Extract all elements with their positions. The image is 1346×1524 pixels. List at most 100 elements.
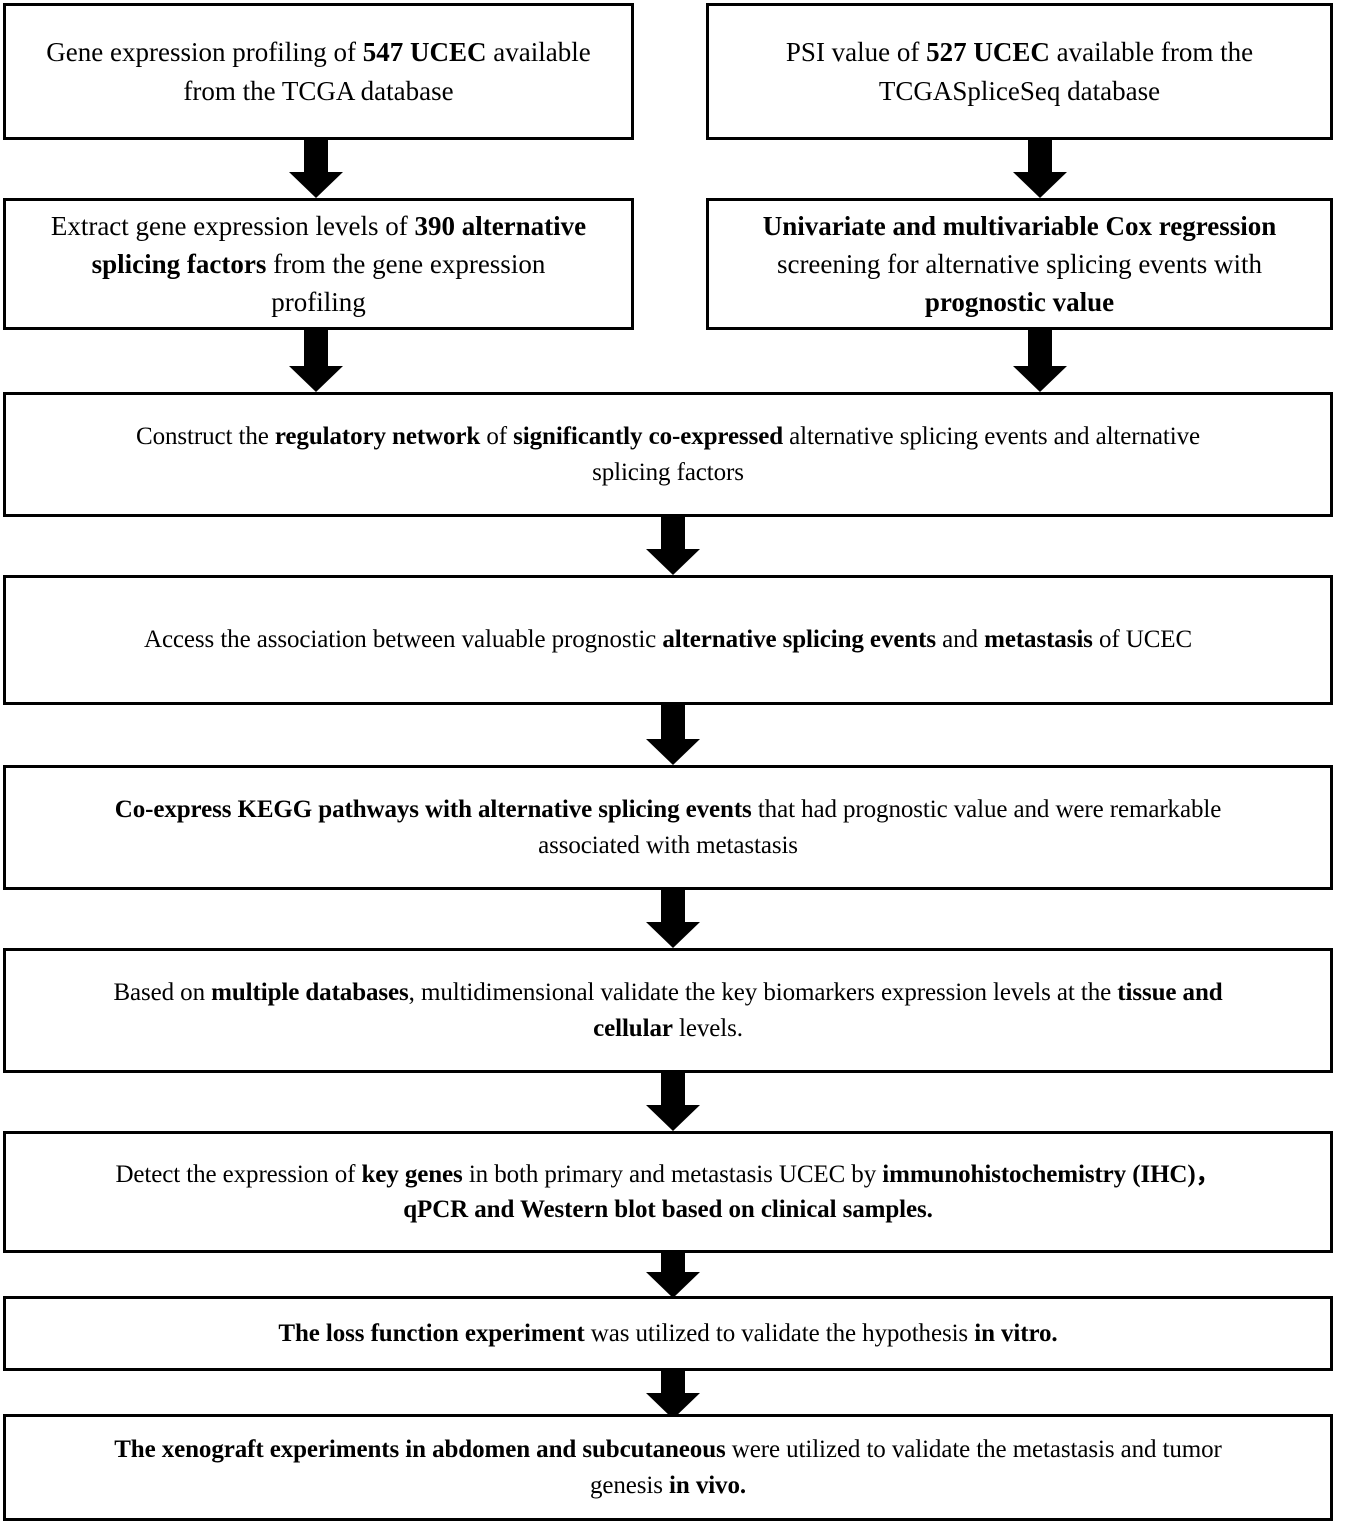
normal-text: Extract gene expression levels of [50,210,415,241]
arrow-n2-to-n4 [1012,140,1068,198]
emphasis-text: 390 alternative [414,210,587,241]
emphasis-text: Univariate and multivariable Cox regress… [762,210,1277,241]
normal-text: was utilized to validate the hypothesis [584,1319,975,1347]
text-line: associated with metastasis [20,828,1316,864]
text-line: from the TCGA database [20,72,617,110]
normal-text: and [935,626,985,654]
normal-text: Access the association between valuable … [143,626,663,654]
normal-text: genesis [589,1471,670,1499]
normal-text: PSI value of [785,37,927,68]
emphasis-text: qPCR and Western blot based on clinical … [403,1196,933,1223]
text-line: genesis in vivo. [20,1468,1316,1504]
text-line: The xenograft experiments in abdomen and… [20,1432,1316,1468]
kegg-pathways-text: Co-express KEGG pathways with alternativ… [20,792,1316,863]
emphasis-text: significantly co-expressed [513,423,783,450]
xenograft-experiments-box: The xenograft experiments in abdomen and… [3,1414,1333,1521]
psi-value-box: PSI value of 527 UCEC available from the… [706,3,1333,140]
text-line: Extract gene expression levels of 390 al… [20,207,617,245]
normal-text: Construct the [136,423,275,450]
text-line: qPCR and Western blot based on clinical … [20,1192,1316,1228]
ihc-qpcr-western-blot-box: Detect the expression of key genes in bo… [3,1131,1333,1253]
association-metastasis-text: Access the association between valuable … [20,622,1316,658]
emphasis-text: 547 UCEC [362,37,487,68]
regulatory-network-box: Construct the regulatory network of sign… [3,392,1333,517]
normal-text: available [486,37,591,68]
text-line: screening for alternative splicing event… [723,245,1316,283]
association-metastasis-box: Access the association between valuable … [3,575,1333,705]
emphasis-text: cellular [593,1014,673,1042]
normal-text: alternative splicing events and alternat… [783,423,1200,450]
emphasis-text: multiple databases [211,979,409,1006]
emphasis-text: in vivo. [669,1471,747,1499]
normal-text: from the TCGA database [183,75,454,106]
emphasis-text: metastasis [984,626,1093,654]
multiple-databases-validation-box: Based on multiple databases, multidimens… [3,948,1333,1073]
psi-value-text: PSI value of 527 UCEC available from the… [723,33,1316,110]
extract-splicing-factors-box: Extract gene expression levels of 390 al… [3,198,634,330]
text-line: cellular levels. [20,1011,1316,1047]
normal-text: that had prognostic value and were remar… [751,796,1222,823]
emphasis-text: The loss function experiment [278,1319,585,1347]
emphasis-text: immunohistochemistry (IHC)， [882,1160,1221,1188]
text-line: Based on multiple databases, multidimens… [20,975,1316,1011]
regulatory-network-text: Construct the regulatory network of sign… [20,419,1316,490]
arrow-n5-to-n6 [645,517,701,575]
normal-text: from the gene expression [266,248,546,279]
emphasis-text: in vitro. [974,1319,1058,1347]
emphasis-text: Co-express KEGG pathways with alternativ… [114,796,752,823]
text-line: Detect the expression of key genes in bo… [20,1157,1316,1193]
loss-function-experiment-box: The loss function experiment was utilize… [3,1296,1333,1371]
emphasis-text: prognostic value [924,287,1115,318]
normal-text: Detect the expression of [115,1160,362,1188]
text-line: splicing factors from the gene expressio… [20,245,617,283]
normal-text: were utilized to validate the metastasis… [725,1436,1222,1463]
text-line: Gene expression profiling of 547 UCEC av… [20,33,617,71]
xenograft-experiments-text: The xenograft experiments in abdomen and… [20,1432,1316,1503]
text-line: PSI value of 527 UCEC available from the [723,33,1316,71]
arrow-n10-to-n11 [645,1371,701,1419]
emphasis-text: The xenograft experiments in abdomen and… [114,1436,726,1463]
arrow-n3-to-n5 [288,330,344,392]
normal-text: available from the [1049,37,1254,68]
normal-text: Based on [113,979,212,1006]
emphasis-text: key genes [361,1160,463,1188]
normal-text: , multidimensional validate the key biom… [408,979,1118,1006]
normal-text: profiling [271,287,366,318]
gene-expression-profiling-box: Gene expression profiling of 547 UCEC av… [3,3,634,140]
text-line: TCGASpliceSeq database [723,72,1316,110]
arrow-n7-to-n8 [645,890,701,948]
text-line: Univariate and multivariable Cox regress… [723,207,1316,245]
text-line: splicing factors [20,455,1316,491]
gene-expression-profiling-text: Gene expression profiling of 547 UCEC av… [20,33,617,110]
text-line: The loss function experiment was utilize… [20,1316,1316,1352]
loss-function-experiment-text: The loss function experiment was utilize… [20,1316,1316,1352]
emphasis-text: tissue and [1117,979,1223,1006]
ihc-qpcr-western-blot-text: Detect the expression of key genes in bo… [20,1157,1316,1228]
text-line: prognostic value [723,283,1316,321]
normal-text: in both primary and metastasis UCEC by [462,1160,883,1188]
arrow-n9-to-n10 [645,1253,701,1298]
arrow-n8-to-n9 [645,1073,701,1131]
arrow-n1-to-n3 [288,140,344,198]
text-line: profiling [20,283,617,321]
cox-regression-screening-box: Univariate and multivariable Cox regress… [706,198,1333,330]
normal-text: screening for alternative splicing event… [776,248,1263,279]
normal-text: levels. [672,1014,743,1042]
cox-regression-screening-text: Univariate and multivariable Cox regress… [723,207,1316,322]
arrow-n4-to-n5 [1012,330,1068,392]
normal-text: TCGASpliceSeq database [878,75,1161,106]
emphasis-text: 527 UCEC [926,37,1050,68]
extract-splicing-factors-text: Extract gene expression levels of 390 al… [20,207,617,322]
text-line: Co-express KEGG pathways with alternativ… [20,792,1316,828]
emphasis-text: regulatory network [274,423,481,450]
normal-text: of UCEC [1092,626,1193,654]
emphasis-text: splicing factors [91,248,267,279]
multiple-databases-validation-text: Based on multiple databases, multidimens… [20,975,1316,1046]
text-line: Construct the regulatory network of sign… [20,419,1316,455]
text-line: Access the association between valuable … [20,622,1316,658]
emphasis-text: alternative splicing events [662,626,936,654]
kegg-pathways-box: Co-express KEGG pathways with alternativ… [3,765,1333,890]
normal-text: Gene expression profiling of [46,37,363,68]
normal-text: associated with metastasis [538,831,798,859]
